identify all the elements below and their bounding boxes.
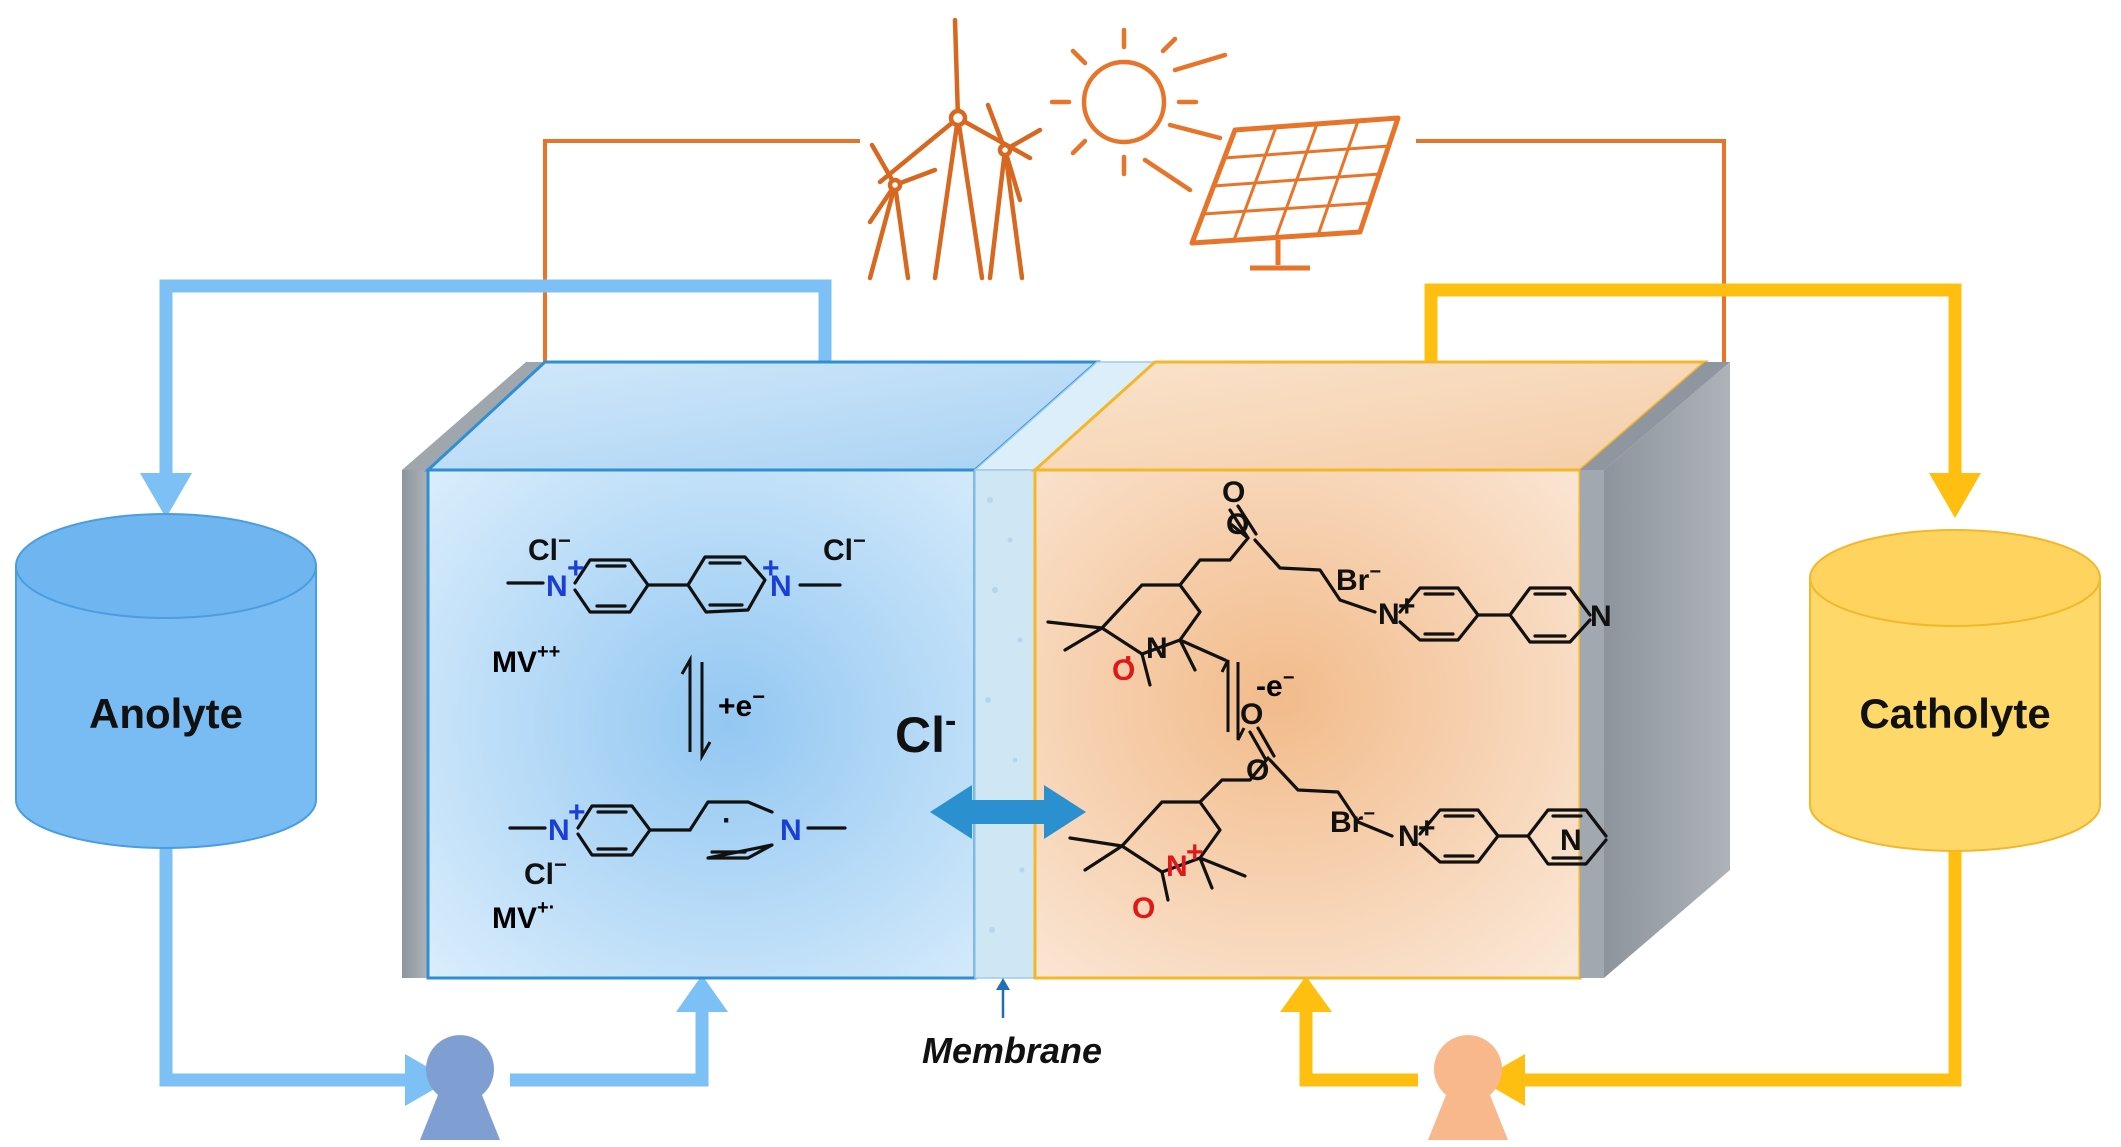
bromide-counter-ion: Br− [1336, 561, 1381, 597]
catholyte-supply-pipe [1518, 848, 1962, 1087]
catholyte-cell-front [1033, 468, 1582, 980]
nitrogen-atom: N [1560, 824, 1582, 857]
nitrogen-atom: N [770, 570, 792, 603]
oxygen-atom: O [1226, 508, 1249, 541]
catholyte-chemistry: O O N O · N + Br− N -e− O O [1046, 476, 1612, 925]
cathode-electrode-front [1580, 470, 1604, 978]
anolyte-arrowhead-up [676, 975, 728, 1012]
methyl-viologen-reduced: N + N · Cl− [508, 796, 847, 891]
positive-charge: + [762, 552, 780, 585]
tempo-pyridinium-reduced: O O N O · N + Br− N [1046, 476, 1612, 687]
anode-electrode [402, 448, 428, 978]
anolyte-tank: Anolyte [15, 513, 317, 849]
equilibrium-arrows [680, 654, 712, 762]
chloride-counter-ion: Cl− [528, 528, 571, 567]
chloride-counter-ion: Cl− [823, 528, 866, 567]
catholyte-arrowhead-up [1280, 976, 1332, 1012]
solar-panel-icon [1189, 115, 1401, 271]
anolyte-chemistry: N + N + Cl− Cl− MV++ +e− N + N · Cl− [492, 528, 866, 935]
mv-reduced-label: MV+· [492, 897, 555, 935]
anolyte-loop [159, 279, 832, 1087]
nitrogen-atom: N [1146, 632, 1168, 665]
power-wire-right [1416, 139, 1726, 362]
anolyte-supply-pipe [159, 830, 410, 1087]
anolyte-pump-outlet [510, 1008, 709, 1087]
anolyte-arrowhead-right [405, 1054, 450, 1106]
nitrogen-atom: N [1398, 820, 1420, 853]
membrane-label: Membrane [922, 1030, 1102, 1071]
power-circuit [543, 139, 1726, 362]
catholyte-return-pipe [1424, 283, 1962, 475]
catholyte-reaction: -e− [1256, 667, 1294, 703]
pump-icon [420, 1035, 500, 1140]
catholyte-label: Catholyte [1859, 690, 2050, 737]
nitrogen-atom: N [546, 570, 568, 603]
oxygen-atom: O [1240, 698, 1263, 731]
catholyte-loop [1299, 283, 1962, 1087]
oxygen-atom: O [1222, 476, 1245, 509]
catholyte-pump-outlet [1299, 1010, 1418, 1087]
membrane-front [974, 469, 1036, 979]
anode-electrode-top [402, 362, 545, 470]
anolyte-reaction: +e− [718, 684, 765, 723]
radical-dot: · [722, 804, 732, 837]
radical-dot: · [1124, 642, 1134, 675]
methyl-viologen-oxidized: N + N + Cl− Cl− [506, 528, 866, 614]
oxygen-atom: O [1112, 654, 1135, 687]
positive-charge: + [1186, 836, 1204, 869]
positive-charge: + [568, 796, 586, 829]
nitrogen-atom: N [1378, 598, 1400, 631]
mv-oxidized-label: MV++ [492, 641, 560, 679]
tempo-pyridinium-oxidized: O O N + O N + Br− N [1068, 698, 1608, 925]
oxygen-atom: O [1132, 892, 1155, 925]
catholyte-tank: Catholyte [1809, 529, 2101, 852]
catholyte-arrowhead-left [1480, 1054, 1525, 1106]
membrane-pointer-head [996, 978, 1010, 990]
cathode-electrode-side [1604, 362, 1730, 978]
ion-transport-arrow [930, 785, 1086, 839]
nitrogen-atom: N [548, 814, 570, 847]
bromide-counter-ion: Br− [1330, 803, 1375, 839]
wind-turbine-icon [867, 17, 1043, 281]
anolyte-label: Anolyte [89, 690, 243, 737]
chloride-counter-ion: Cl− [524, 852, 567, 891]
ion-label: Cl- [895, 702, 956, 763]
pump-icon [1428, 1035, 1508, 1140]
nitrogen-atom: N [780, 814, 802, 847]
oxygen-atom: O [1246, 754, 1269, 787]
nitrogen-atom: N [1166, 850, 1188, 883]
nitrogen-atom: N [1590, 600, 1612, 633]
positive-charge: + [567, 552, 585, 585]
power-wire-left [543, 139, 860, 362]
cathode-electrode-top [1580, 362, 1730, 470]
anolyte-return-pipe [159, 279, 832, 475]
equilibrium-arrows [1220, 659, 1246, 741]
catholyte-arrowhead-down [1929, 473, 1981, 518]
anolyte-arrowhead-down [140, 473, 192, 518]
sun-icon [1049, 27, 1228, 193]
